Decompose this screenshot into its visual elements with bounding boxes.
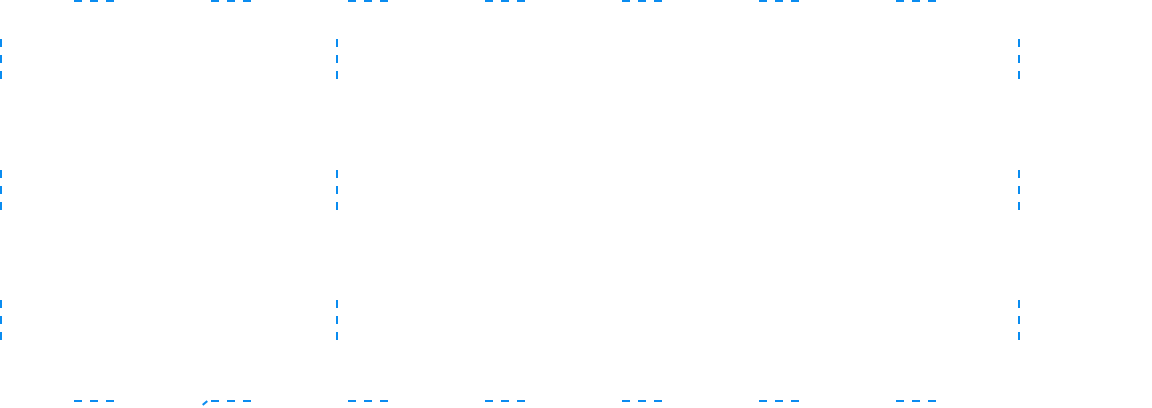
top-guide-dash (759, 0, 767, 2)
vertical-guide-dash (1018, 300, 1020, 308)
top-guide-dash (106, 0, 114, 2)
vertical-guide-dash (1018, 55, 1020, 63)
bottom-guide-dash (211, 400, 219, 402)
bottom-guide-dash (90, 400, 98, 402)
vertical-guide-dash (336, 316, 338, 324)
top-guide-dash (227, 0, 235, 2)
top-guide-dash (243, 0, 251, 2)
vertical-guide-dash (1018, 316, 1020, 324)
bottom-guide-dash (106, 400, 114, 402)
bottom-guide-dash (912, 400, 920, 402)
bottom-guide-dash (654, 400, 662, 402)
bottom-guide-dash (638, 400, 646, 402)
bottom-guide-dash (501, 400, 509, 402)
bottom-guide-dash (74, 400, 82, 402)
bottom-guide-dash (348, 400, 356, 402)
vertical-guide-dash (1018, 202, 1020, 210)
top-guide-dash (928, 0, 936, 2)
top-guide-dash (364, 0, 372, 2)
vertical-guide-dash (0, 71, 2, 79)
vertical-guide-dash (1018, 39, 1020, 47)
bottom-guide-dash (759, 400, 767, 402)
vertical-guide-dash (336, 55, 338, 63)
top-guide-dash (791, 0, 799, 2)
top-guide-dash (896, 0, 904, 2)
vertical-guide-dash (0, 170, 2, 178)
bottom-guide-dash (928, 400, 936, 402)
bottom-guide-dash (775, 400, 783, 402)
bottom-guide-dash (485, 400, 493, 402)
vertical-guide-dash (336, 71, 338, 79)
top-guide-dash (638, 0, 646, 2)
vertical-guide-dash (0, 39, 2, 47)
vertical-guide-dash (0, 316, 2, 324)
top-guide-dash (775, 0, 783, 2)
vertical-guide-dash (1018, 186, 1020, 194)
bottom-guide-dash (791, 400, 799, 402)
vertical-guide-dash (0, 300, 2, 308)
top-guide-dash (90, 0, 98, 2)
vertical-guide-dash (0, 186, 2, 194)
top-guide-dash (654, 0, 662, 2)
bottom-guide-dash (517, 400, 525, 402)
bottom-guide-dash (227, 400, 235, 402)
vertical-guide-dash (336, 332, 338, 340)
vertical-guide-dash (336, 170, 338, 178)
vertical-guide-dash (336, 202, 338, 210)
top-guide-dash (485, 0, 493, 2)
vertical-guide-dash (1018, 170, 1020, 178)
top-guide-dash (912, 0, 920, 2)
vertical-guide-dash (1018, 332, 1020, 340)
bottom-guide-dash (364, 400, 372, 402)
bottom-guide-dash (896, 400, 904, 402)
vertical-guide-dash (0, 55, 2, 63)
top-guide-dash (622, 0, 630, 2)
vertical-guide-dash (1018, 71, 1020, 79)
bottom-guide-dash (622, 400, 630, 402)
vertical-guide-dash (0, 202, 2, 210)
bottom-guide-dash (380, 400, 388, 402)
top-guide-dash (74, 0, 82, 2)
top-guide-dash (380, 0, 388, 2)
vertical-guide-dash (336, 186, 338, 194)
top-guide-dash (348, 0, 356, 2)
top-guide-dash (501, 0, 509, 2)
vertical-guide-dash (0, 332, 2, 340)
vertical-guide-dash (336, 39, 338, 47)
top-guide-dash (517, 0, 525, 2)
resize-handle-mark (202, 400, 208, 406)
bottom-guide-dash (243, 400, 251, 402)
vertical-guide-dash (336, 300, 338, 308)
top-guide-dash (211, 0, 219, 2)
